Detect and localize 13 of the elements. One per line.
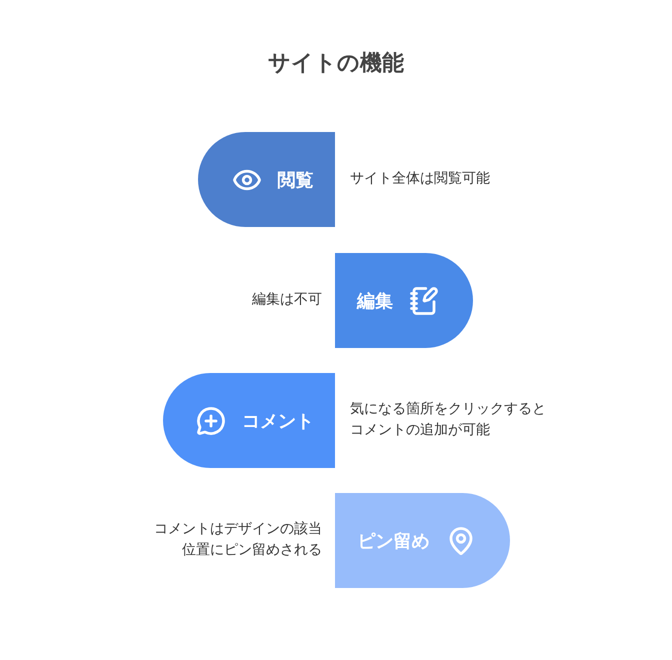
- feature-label: コメント: [242, 410, 314, 432]
- feature-label: ピン留め: [358, 530, 430, 552]
- description-text: 編集は不可: [251, 290, 322, 310]
- feature-label: 閲覧: [278, 168, 314, 192]
- feature-pill: [335, 493, 510, 588]
- description-text: コメントはデザインの該当位置にピン留めされる: [153, 520, 322, 560]
- feature-label: 編集: [357, 290, 393, 312]
- title: サイトの機能: [267, 50, 405, 78]
- feature-pill: [198, 132, 335, 227]
- feature-pill: [335, 253, 473, 348]
- description-text: 気になる箇所をクリックするとコメントの追加が可能: [350, 400, 547, 440]
- description-text: サイト全体は閲覧可能: [350, 170, 491, 188]
- feature-pill: [163, 373, 335, 468]
